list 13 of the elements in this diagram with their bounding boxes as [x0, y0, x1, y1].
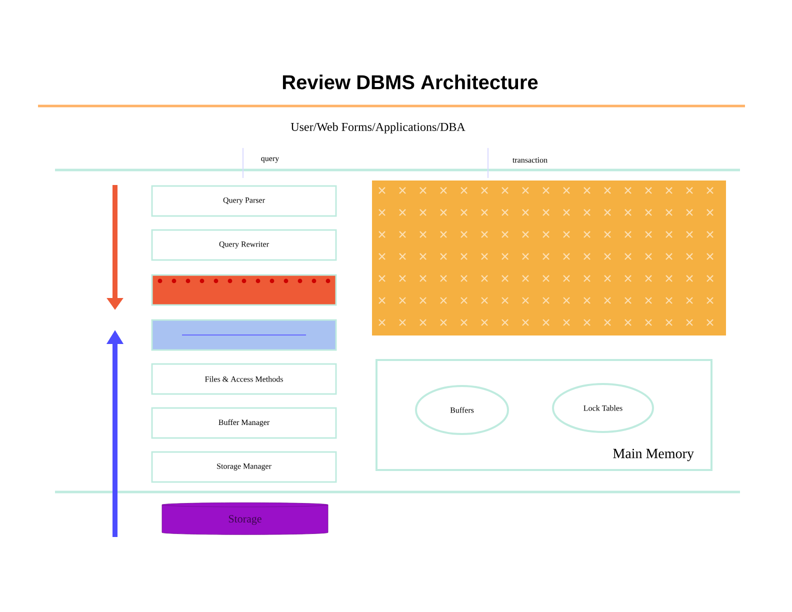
process-box: Files & Access Methods	[151, 363, 337, 395]
process-box: Query Parser	[151, 185, 337, 217]
patterned-box	[151, 319, 337, 351]
label-text: transaction	[512, 157, 548, 163]
process-box: Storage Manager	[151, 451, 337, 483]
process-box: Buffer Manager	[151, 407, 337, 439]
title: Review DBMS Architecture	[282, 74, 538, 90]
process-box: Query Rewriter	[151, 229, 337, 261]
patterned-panel	[372, 180, 726, 336]
label-text: query	[261, 157, 280, 163]
patterned-bar	[151, 274, 337, 306]
storage-cylinder: Storage	[162, 502, 328, 535]
label-text: User/Web Forms/Applications/DBA	[290, 122, 466, 134]
